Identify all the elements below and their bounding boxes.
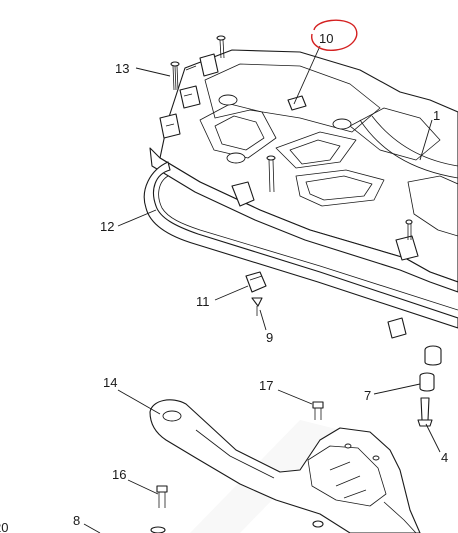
bolt-17: [312, 401, 324, 420]
clip-nut-11: [245, 271, 267, 293]
callout-14: 14: [103, 375, 117, 390]
callout-13: 13: [115, 61, 129, 76]
leader-lines: [83, 45, 441, 533]
callout-9: 9: [266, 330, 273, 345]
callout-10: 10: [319, 31, 333, 46]
clip-right: [387, 317, 407, 339]
nut-bottom: [150, 520, 324, 533]
callout-12: 12: [100, 219, 114, 234]
screw-top: [216, 35, 226, 59]
mount-bracket-14: [149, 399, 421, 533]
callout-11: 11: [196, 294, 210, 309]
callout-17: 17: [259, 378, 273, 393]
callout-8: 8: [73, 513, 80, 528]
bushing-stack: [417, 345, 442, 427]
rack-panel: [149, 49, 458, 293]
bumper-frame: [143, 161, 458, 329]
bolt-9: [251, 297, 263, 316]
callout-1: 1: [433, 108, 440, 123]
callout-20: 20: [0, 520, 8, 533]
bolt-16: [156, 485, 168, 508]
screw-13: [170, 61, 180, 91]
callout-4: 4: [441, 450, 448, 465]
callout-16: 16: [112, 467, 126, 482]
bolt-10: [266, 155, 276, 193]
bolt-right: [405, 219, 413, 240]
highlight-circle: [311, 19, 358, 51]
callout-7: 7: [364, 388, 371, 403]
